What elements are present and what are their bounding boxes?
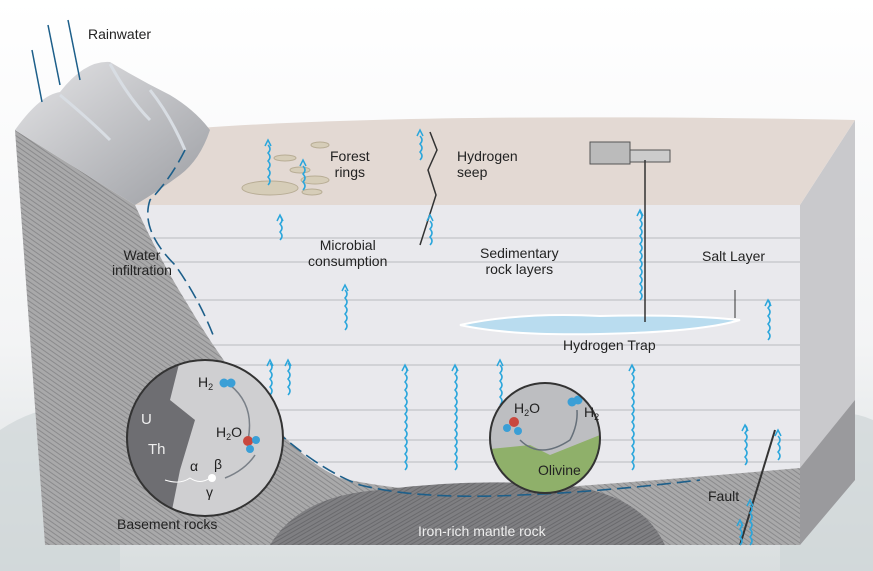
iron-rich-mantle-rock [270, 482, 665, 545]
arrowhead [341, 283, 349, 292]
layer-lines [140, 237, 800, 463]
h2o-o: O [529, 400, 541, 416]
h2o-h: H [514, 400, 525, 416]
label-h2o-radiolysis: H2O [216, 424, 242, 445]
arrowhead [741, 423, 749, 432]
water-infiltration-path [146, 149, 701, 498]
h2o-sub: 2 [226, 432, 232, 442]
hydrogen-arrow [630, 365, 635, 471]
label-h2-radiolysis: H2 [198, 374, 213, 395]
arrowhead [451, 363, 459, 372]
h2o-h: H [216, 424, 227, 440]
h2-h: H [584, 404, 595, 420]
forest-rings [241, 141, 330, 196]
h2o-o: O [231, 424, 243, 440]
label-olivine: Olivine [538, 462, 581, 478]
hydrogen-arrow [403, 365, 408, 471]
label-sedimentary-rock-layers: Sedimentary rock layers [480, 245, 559, 277]
arrowhead [264, 138, 272, 147]
h2-sub: 2 [208, 382, 214, 392]
hydrogen-migration-arrows [264, 128, 782, 546]
hydrogen-arrow [638, 211, 643, 301]
hydrogen-arrow [428, 220, 433, 246]
label-salt-layer: Salt Layer [702, 248, 766, 264]
label-uranium: U [141, 411, 152, 428]
hydrogen-arrow [748, 504, 753, 546]
arrowhead [736, 518, 744, 527]
oxygen-atom-icon [509, 417, 519, 427]
hydrogen-arrow [266, 144, 271, 186]
h2-molecule-icon [219, 378, 229, 388]
h2-h: H [198, 374, 209, 390]
label-rainwater: Rainwater [88, 26, 152, 42]
arrowhead [628, 363, 636, 372]
hydrogen-arrow [498, 364, 503, 406]
hydrogen-arrow [343, 289, 348, 331]
h2o-sub: 2 [524, 408, 530, 418]
label-beta: β [214, 456, 223, 472]
arrowhead [401, 363, 409, 372]
label-thorium: Th [148, 441, 166, 458]
label-gamma: γ [206, 484, 213, 500]
hydrogen-arrow [301, 165, 306, 191]
hydrogen-arrow [453, 365, 458, 471]
label-alpha: α [190, 458, 199, 474]
arrowhead [746, 498, 754, 507]
fault-line [739, 429, 776, 546]
arrowhead [426, 213, 434, 222]
label-h2-serpentinization: H2 [584, 404, 599, 425]
oxygen-atom-icon [243, 436, 253, 446]
drilling-rig [589, 141, 671, 322]
hydrogen-arrow [286, 362, 291, 396]
arrowhead [764, 298, 772, 307]
arrowhead [496, 358, 504, 367]
salt-layer-trap [459, 314, 741, 336]
label-fault: Fault [708, 488, 740, 504]
h2-sub: 2 [594, 412, 600, 422]
arrowhead [636, 208, 644, 217]
rain-arrows [31, 19, 81, 103]
basement-side [800, 400, 855, 545]
label-microbial-consumption: Microbial consumption [308, 237, 388, 269]
label-iron-rich-mantle-rock: Iron-rich mantle rock [418, 523, 546, 539]
hydrogen-arrow [743, 424, 748, 466]
hydrogen-arrow [268, 362, 273, 396]
arrowhead [266, 358, 274, 367]
arrowhead [276, 213, 284, 222]
hydrogen-arrow [776, 435, 781, 461]
label-h2o-serpentinization: H2O [514, 400, 540, 421]
radiation-source-glow [208, 474, 216, 482]
label-basement-rocks: Basement rocks [117, 516, 218, 532]
label-hydrogen-seep: Hydrogen seep [457, 148, 518, 180]
hydrogen-arrow [418, 135, 423, 161]
hydrogen-seep-crack [419, 131, 438, 246]
arrowhead [416, 128, 424, 137]
label-water-infiltration: Water infiltration [112, 247, 172, 278]
arrowhead [299, 158, 307, 167]
label-hydrogen-trap: Hydrogen Trap [563, 337, 656, 353]
arrowhead [774, 428, 782, 437]
arrowhead [284, 358, 292, 367]
label-forest-rings: Forest rings [330, 148, 370, 180]
radiolysis-inset [126, 359, 284, 517]
hydrogen-arrow [766, 299, 771, 341]
